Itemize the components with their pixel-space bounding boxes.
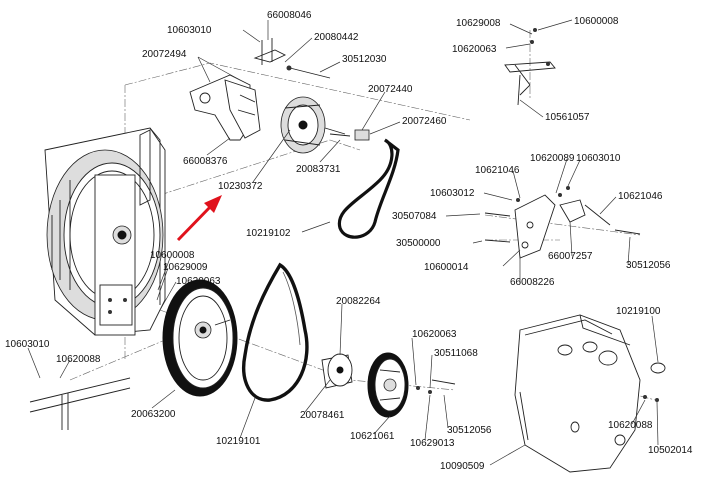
label-10090509: 10090509 xyxy=(440,461,485,472)
bracket-alternator-group xyxy=(189,38,370,154)
label-10502014: 10502014 xyxy=(648,445,693,456)
label-20082264: 20082264 xyxy=(336,296,381,307)
label-20080442: 20080442 xyxy=(314,32,359,43)
direction-arrow xyxy=(176,195,222,242)
upper-belt xyxy=(337,138,400,239)
label-20072440: 20072440 xyxy=(368,84,413,95)
label-10219101: 10219101 xyxy=(216,436,261,447)
label-66008226: 66008226 xyxy=(510,277,555,288)
lower-belt xyxy=(242,262,309,402)
label-10603010-top: 10603010 xyxy=(167,25,212,36)
label-10603010-right: 10603010 xyxy=(576,153,621,164)
label-66007257: 66007257 xyxy=(548,251,593,262)
label-10600014: 10600014 xyxy=(424,262,469,273)
label-10629008: 10629008 xyxy=(456,18,501,29)
large-pulley xyxy=(162,279,238,397)
label-30500000: 30500000 xyxy=(396,238,441,249)
part-labels: 10603010 66008046 20080442 20072494 3051… xyxy=(5,10,693,472)
label-10620088-right: 10620088 xyxy=(608,420,653,431)
label-20072494: 20072494 xyxy=(142,49,187,60)
label-10621061: 10621061 xyxy=(350,431,395,442)
idler-group xyxy=(321,352,456,418)
label-10603010-left: 10603010 xyxy=(5,339,50,350)
leader-lines xyxy=(27,19,659,466)
label-20063200: 20063200 xyxy=(131,409,176,420)
label-10600008-mid: 10600008 xyxy=(150,250,195,261)
label-10621046-a: 10621046 xyxy=(475,165,520,176)
belt-cover xyxy=(514,314,666,473)
label-10629009: 10629009 xyxy=(163,262,208,273)
label-10620089: 10620089 xyxy=(530,153,575,164)
label-10620063-low: 10620063 xyxy=(412,329,457,340)
frame-rails xyxy=(29,377,131,430)
label-30511068: 30511068 xyxy=(434,348,478,359)
label-10230372: 10230372 xyxy=(218,181,263,192)
label-30512056-low: 30512056 xyxy=(447,425,492,436)
label-10621046-b: 10621046 xyxy=(618,191,663,202)
label-66008046: 66008046 xyxy=(267,10,312,21)
label-20072460: 20072460 xyxy=(402,116,447,127)
label-10600008-top: 10600008 xyxy=(574,16,619,27)
label-20083731: 20083731 xyxy=(296,164,341,175)
main-housing xyxy=(44,127,166,336)
label-20078461: 20078461 xyxy=(300,410,345,421)
label-10219102: 10219102 xyxy=(246,228,291,239)
label-66008376: 66008376 xyxy=(183,156,228,167)
label-10629013: 10629013 xyxy=(410,438,455,449)
top-right-hardware xyxy=(504,28,556,106)
label-30512030: 30512030 xyxy=(342,54,387,65)
label-30512056-right: 30512056 xyxy=(626,260,671,271)
label-30507084: 30507084 xyxy=(392,211,437,222)
right-bracket-group xyxy=(484,186,641,259)
label-10603012: 10603012 xyxy=(430,188,475,199)
label-10561057: 10561057 xyxy=(545,112,590,123)
label-10620088-left: 10620088 xyxy=(56,354,101,365)
label-10620063-mid: 10620063 xyxy=(176,276,221,287)
label-10219100: 10219100 xyxy=(616,306,661,317)
label-10620063-top: 10620063 xyxy=(452,44,497,55)
